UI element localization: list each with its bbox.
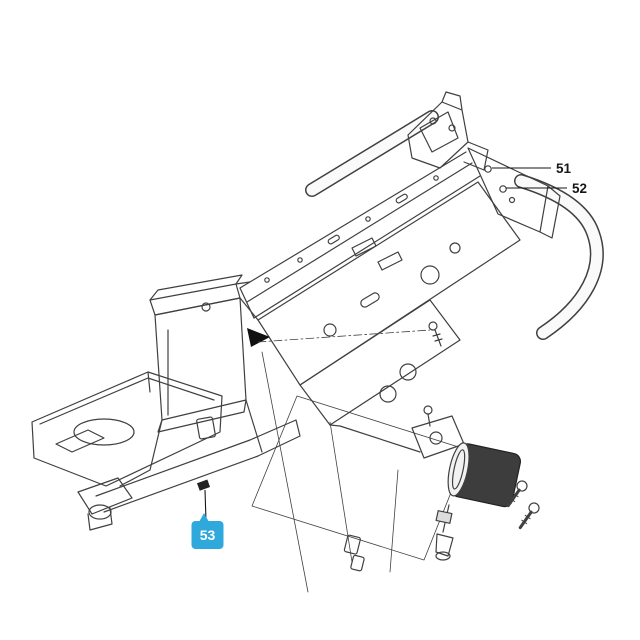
top-bracket xyxy=(407,91,489,171)
callout-53-label[interactable]: 53 xyxy=(200,527,216,543)
side-plate xyxy=(257,181,521,386)
callout-53-pointer xyxy=(199,513,209,522)
bolt-right-2 xyxy=(518,502,540,530)
callout-53-badge[interactable]: 53 xyxy=(191,489,224,549)
center-line xyxy=(257,329,431,343)
canister xyxy=(447,442,522,508)
callout-52-label[interactable]: 52 xyxy=(572,181,587,196)
handle-tube-left xyxy=(305,110,439,197)
machine-drawing xyxy=(31,91,604,593)
bolt-mid xyxy=(428,321,443,347)
control-box xyxy=(149,274,259,440)
canister-valve xyxy=(435,504,454,561)
caster-bracket xyxy=(77,477,133,531)
view-arrow xyxy=(247,328,270,347)
frame-rail-lower xyxy=(95,399,301,513)
handle-tube-right xyxy=(514,174,604,340)
callout-53-leader xyxy=(204,489,207,522)
callout-52[interactable]: 52 xyxy=(506,181,587,196)
callout-51[interactable]: 51 xyxy=(492,161,572,176)
callout-51-label[interactable]: 51 xyxy=(556,161,572,176)
deck-plate xyxy=(31,371,223,487)
bolt-right-1 xyxy=(506,480,528,508)
callout-53-box[interactable] xyxy=(191,521,224,549)
construction-lines xyxy=(261,351,399,593)
frame-rail-upper xyxy=(239,151,481,319)
cross-member xyxy=(299,299,461,453)
right-panel xyxy=(467,147,561,239)
guard-panel xyxy=(251,395,469,561)
